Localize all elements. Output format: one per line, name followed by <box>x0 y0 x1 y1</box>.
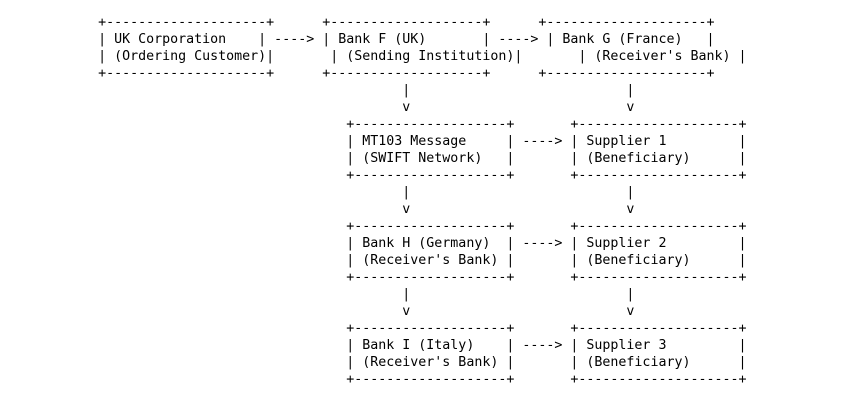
ascii-flow-diagram: +--------------------+ +----------------… <box>98 15 747 387</box>
